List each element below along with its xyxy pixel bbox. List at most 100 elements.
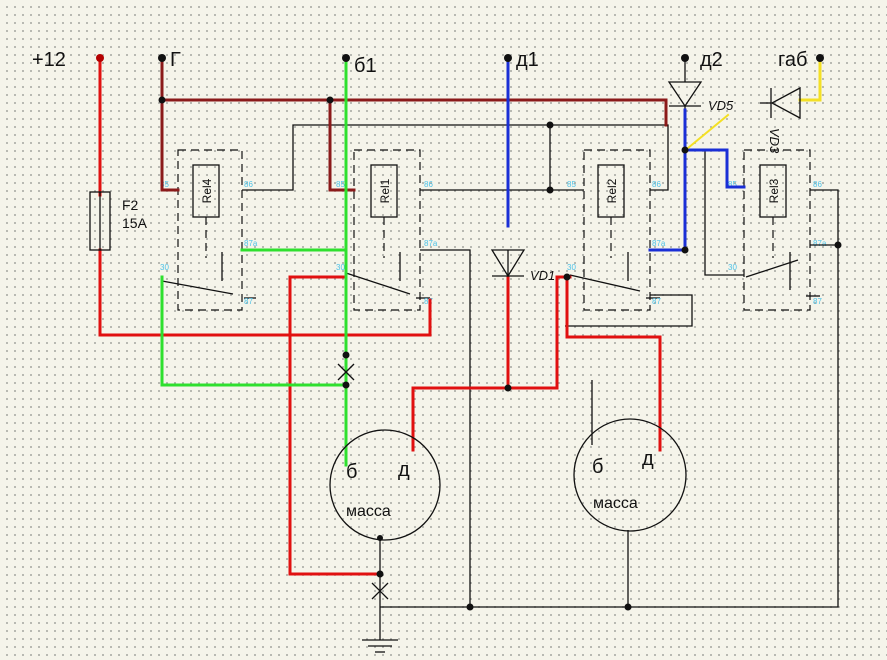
rel3-pin-87a: 87a [813, 239, 827, 248]
terminal-g-label: Г [170, 49, 181, 71]
rel3-enclosure [743, 149, 811, 311]
rel2-pin-30: 30 [567, 263, 576, 272]
rel2-pin-86: 86 [652, 180, 661, 189]
rel2-pin-85: 85 [567, 180, 576, 189]
wire-rel3-87a [380, 244, 839, 608]
motor-1: б д масса [329, 429, 441, 541]
terminal-d1-dot [504, 54, 512, 62]
rel1-pin-30: 30 [336, 263, 345, 272]
wire-motor1-d [411, 275, 572, 452]
junction [624, 603, 632, 611]
rel1-pin-86: 86 [424, 180, 433, 189]
rel3-pin-87: 87 [813, 297, 822, 306]
wire-rel4-86 [242, 124, 669, 191]
rel4-pin-85: 85 [160, 180, 169, 189]
junction [376, 570, 384, 578]
cross-2b [371, 582, 389, 600]
motor1-body [329, 429, 441, 541]
motor2-d: д [642, 448, 654, 470]
motor2-ground-label: масса [593, 495, 638, 512]
vd5-triangle [667, 81, 703, 108]
junction [377, 535, 383, 541]
wire-rel2-87 [565, 294, 693, 327]
wire-vd3 [686, 113, 730, 150]
fuse-f2: F2 15А [89, 191, 148, 251]
terminal-d1-label: д1 [516, 49, 539, 71]
rel4-enclosure [177, 149, 243, 311]
rel1-contact [345, 272, 411, 295]
motor2-body [573, 418, 687, 532]
wire-motor2-d [565, 275, 662, 452]
junction [681, 246, 689, 254]
rel3-pin-86: 86 [813, 180, 822, 189]
terminal-b1-label: б1 [354, 55, 377, 77]
wire-rel3-86 [810, 189, 839, 245]
rel4-contact [161, 280, 234, 295]
vd5-label: VD5 [708, 98, 734, 113]
vd3-label: VD3 [767, 128, 782, 154]
rel3-contact [745, 259, 799, 278]
rel2-pin-87a: 87a [652, 239, 666, 248]
rel1-pin-87a: 87a [424, 239, 438, 248]
junction [326, 96, 334, 104]
cross-1b [337, 363, 355, 381]
diode-vd3: VD3 [760, 86, 801, 154]
cross-marker-1 [337, 363, 355, 381]
diode-vd5: VD5 [667, 81, 734, 113]
wire-rel1-30 [288, 275, 382, 576]
junction [158, 96, 166, 104]
fuse-name: F2 [122, 197, 139, 213]
rel4-label: Rel4 [200, 178, 214, 203]
rel2-contact [569, 274, 641, 292]
rel2-pin-87: 87 [652, 297, 661, 306]
junction [466, 603, 474, 611]
terminal-plus12-dot [96, 54, 104, 62]
relay-rel3: Rel3 85 86 30 87a 87 [728, 149, 827, 311]
green-wires [160, 56, 348, 467]
blue-wires [506, 56, 746, 252]
motor-2: б д масса [573, 418, 687, 532]
red-wires [98, 56, 662, 576]
wire-rel1-87a [420, 249, 471, 607]
rel1-enclosure [353, 149, 421, 311]
relay-rel2: Rel2 85 86 30 87a 87 [567, 149, 666, 311]
yellow-wires [686, 56, 822, 150]
terminal-gab-dot [816, 54, 824, 62]
vd3-triangle [770, 86, 801, 120]
junction [834, 241, 842, 249]
relay-rel4: Rel4 85 86 30 87a 87 [160, 149, 258, 311]
wire-g-rel4 [160, 58, 180, 192]
vd1-label: VD1 [530, 268, 555, 283]
motor2-b: б [592, 456, 603, 478]
terminal-b1-dot [342, 54, 350, 62]
rel4-pin-87a: 87a [244, 239, 258, 248]
junction [546, 121, 554, 129]
junction [342, 351, 350, 359]
wire-d2-rel3 [683, 148, 746, 189]
wire-rel4-30 [160, 275, 348, 387]
rel2-enclosure [583, 149, 651, 311]
wire-gab [798, 56, 822, 102]
wire-rel3-30 [704, 150, 744, 276]
junction [681, 146, 689, 154]
wire-plus12-bottom [98, 248, 432, 337]
rel1-label: Rel1 [378, 178, 392, 203]
fuse-rating: 15А [122, 215, 148, 231]
junction [342, 381, 350, 389]
rel2-label: Rel2 [605, 178, 619, 203]
rel3-label: Rel3 [767, 178, 781, 203]
junction [504, 384, 512, 392]
rel3-pin-85: 85 [728, 180, 737, 189]
motor1-d: д [398, 459, 410, 481]
motor1-b: б [346, 461, 357, 483]
junction [563, 273, 571, 281]
rel4-pin-86: 86 [244, 180, 253, 189]
diode-vd1: VD1 [490, 249, 555, 283]
rel1-pin-85: 85 [336, 180, 345, 189]
junction [546, 186, 554, 194]
junction-dots [96, 54, 842, 611]
terminal-g-dot [158, 54, 166, 62]
vd1-triangle [490, 249, 526, 278]
motor1-ground-label: масса [346, 503, 391, 520]
